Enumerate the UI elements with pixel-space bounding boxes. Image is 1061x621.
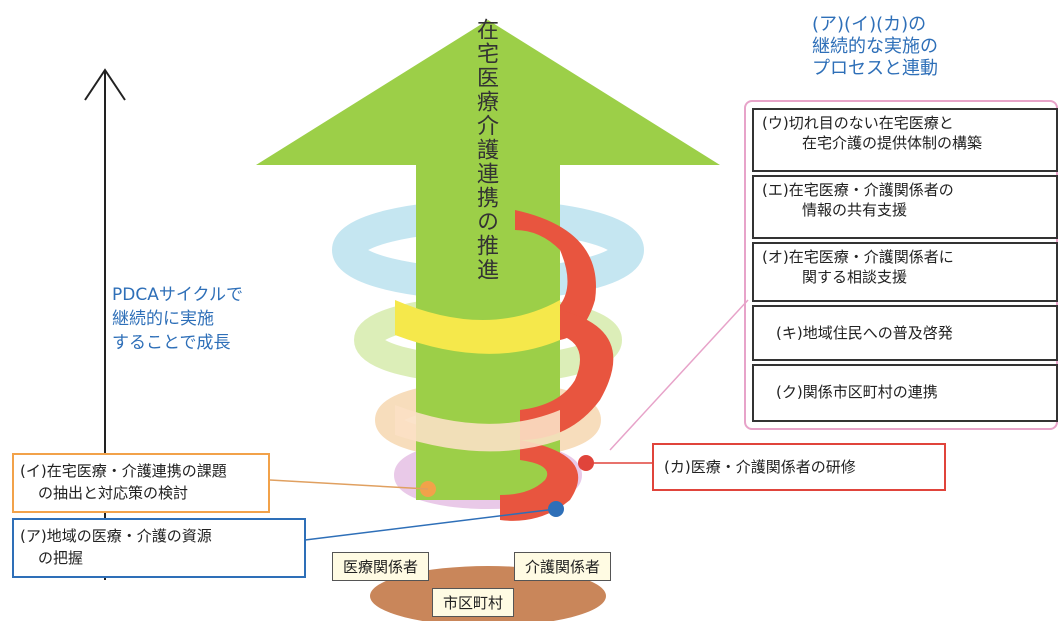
box-a-line-2: の把握 [38, 549, 84, 567]
item-u: (ウ)切れ目のない在宅医療と 在宅介護の提供体制の構築 [752, 108, 1058, 172]
base-care: 介護関係者 [514, 552, 612, 581]
red-band-top [515, 210, 596, 340]
item-o-line-2: 関する相談支援 [802, 268, 908, 286]
box-i-line-1: (イ)在宅医療・介護連携の課題 [20, 462, 227, 480]
red-band-mid [520, 310, 614, 440]
item-ki-line-1: (キ)地域住民への普及啓発 [776, 324, 953, 342]
box-ka-text: (カ)医療・介護関係者の研修 [664, 458, 856, 476]
item-e-line-2: 情報の共有支援 [802, 201, 908, 219]
item-o: (オ)在宅医療・介護関係者に 関する相談支援 [752, 242, 1058, 302]
item-ki: (キ)地域住民への普及啓発 [752, 305, 1058, 361]
box-i: (イ)在宅医療・介護連携の課題 の抽出と対応策の検討 [12, 453, 270, 513]
right-title-line-1: (ア)(イ)(カ)の [812, 14, 927, 35]
box-a-line-1: (ア)地域の医療・介護の資源 [20, 527, 212, 545]
right-title-line-2: 継続的な実施の [812, 36, 938, 57]
item-e-line-1: (エ)在宅医療・介護関係者の [762, 181, 954, 199]
item-ku: (ク)関係市区町村の連携 [752, 364, 1058, 422]
right-title-line-3: プロセスと連動 [812, 58, 938, 79]
box-i-line-2: の抽出と対応策の検討 [38, 484, 189, 502]
right-title: (ア)(イ)(カ)の 継続的な実施の プロセスと連動 [812, 14, 938, 80]
box-ka: (カ)医療・介護関係者の研修 [652, 443, 946, 491]
item-ku-line-1: (ク)関係市区町村の連携 [776, 383, 938, 401]
base-city: 市区町村 [432, 588, 515, 617]
box-a: (ア)地域の医療・介護の資源 の把握 [12, 518, 306, 578]
connector-pink [609, 299, 749, 451]
item-o-line-1: (オ)在宅医療・介護関係者に [762, 248, 954, 266]
pdca-line-3: することで成長 [112, 333, 231, 353]
light-band [395, 405, 560, 452]
pdca-line-1: PDCAサイクルで [112, 285, 243, 305]
red-band-low [500, 440, 579, 521]
connector-blue [304, 508, 557, 541]
pdca-label: PDCAサイクルで 継続的に実施 することで成長 [112, 283, 243, 355]
connector-orange [269, 479, 429, 490]
item-e: (エ)在宅医療・介護関係者の 情報の共有支援 [752, 175, 1058, 239]
main-up-arrow [256, 20, 720, 500]
yellow-band [395, 300, 560, 354]
base-medical: 医療関係者 [332, 552, 430, 581]
pdca-line-2: 継続的に実施 [112, 309, 214, 329]
item-u-line-1: (ウ)切れ目のない在宅医療と [762, 114, 954, 132]
item-u-line-2: 在宅介護の提供体制の構築 [802, 134, 983, 152]
arrow-text: 在宅医療介護連携の推進 [473, 18, 498, 282]
